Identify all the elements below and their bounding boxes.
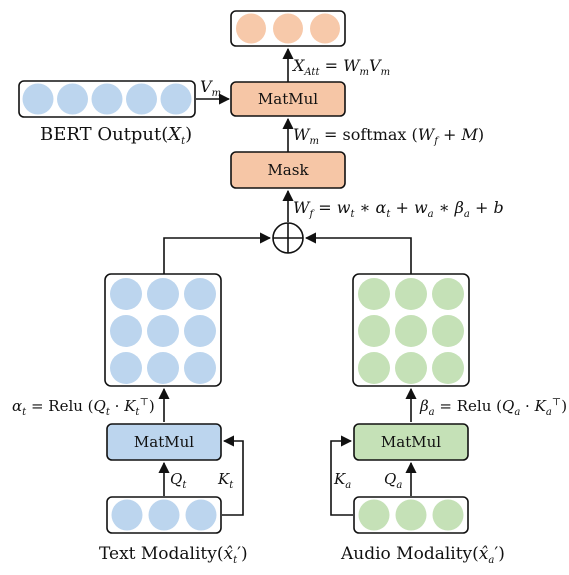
audio-input-token-circle	[432, 499, 464, 531]
matmul-top-label: MatMul	[258, 90, 318, 108]
text-modality-label: Text Modality(x̂t′)	[99, 544, 248, 566]
bert-token-circle	[126, 83, 157, 115]
text-attention-cell	[147, 352, 179, 384]
matmul-top-node: MatMul	[230, 81, 346, 117]
w-f-equation: Wf = wt ∗ αt + wa ∗ βa + b	[293, 198, 504, 220]
text-input-box	[106, 496, 222, 534]
v-m-label: Vm	[200, 77, 221, 99]
text-input-token-circle	[111, 499, 143, 531]
audio-attention-cell	[358, 315, 390, 347]
text-attention-cell	[110, 315, 142, 347]
audio-attention-cell	[395, 278, 427, 310]
audio-attention-cell	[358, 352, 390, 384]
output-token-circle	[310, 13, 340, 44]
text-attention-cell	[110, 352, 142, 384]
k-t-label: Kt	[217, 470, 234, 491]
text-attention-grid	[104, 273, 222, 387]
arrow-text-grid-to-sum	[163, 232, 272, 274]
audio-attention-cell	[358, 278, 390, 310]
alpha-t-equation: αt = Relu (Qt · Kt⊤)	[12, 397, 155, 418]
audio-modality-label: Audio Modality(x̂a′)	[340, 544, 505, 566]
text-matmul-label: MatMul	[134, 433, 194, 451]
q-a-label: Qa	[384, 470, 402, 491]
audio-input-token-circle	[358, 499, 390, 531]
audio-input-box	[353, 496, 469, 534]
text-attention-cell	[147, 315, 179, 347]
arrow-audio-grid-to-sum	[304, 232, 412, 274]
beta-a-equation: βa = Relu (Qa · Ka⊤)	[419, 397, 567, 418]
bert-output-label: BERT Output(Xt)	[40, 124, 192, 147]
w-m-equation: Wm = softmax (Wf + M)	[293, 125, 484, 147]
arrow-audio-k	[330, 435, 353, 516]
audio-attention-grid	[352, 273, 470, 387]
output-token-circle	[236, 13, 266, 44]
audio-attention-cell	[432, 278, 464, 310]
arrow-text-k	[222, 435, 244, 516]
bert-token-circle	[22, 83, 54, 115]
audio-attention-cell	[395, 352, 427, 384]
bert-token-circle	[160, 83, 192, 115]
audio-attention-cell	[432, 315, 464, 347]
text-input-token-circle	[148, 499, 180, 531]
x-att-equation: XAtt = WmVm	[291, 56, 390, 78]
bert-token-circle	[91, 83, 123, 115]
mask-node: Mask	[230, 151, 346, 189]
k-a-label: Ka	[333, 470, 351, 491]
audio-matmul-node: MatMul	[353, 423, 469, 461]
text-attention-cell	[184, 352, 216, 384]
sum-node	[272, 222, 304, 254]
text-attention-cell	[184, 278, 216, 310]
text-matmul-node: MatMul	[106, 423, 222, 461]
mask-label: Mask	[267, 161, 309, 179]
audio-attention-cell	[395, 315, 427, 347]
audio-matmul-label: MatMul	[381, 433, 441, 451]
q-t-label: Qt	[170, 470, 187, 491]
bert-token-circle	[57, 83, 88, 115]
output-token-circle	[273, 13, 303, 44]
text-attention-cell	[110, 278, 142, 310]
text-input-token-circle	[185, 499, 217, 531]
text-attention-cell	[184, 315, 216, 347]
audio-input-token-circle	[395, 499, 427, 531]
bert-output-box	[18, 80, 196, 118]
text-attention-cell	[147, 278, 179, 310]
audio-attention-cell	[432, 352, 464, 384]
output-box	[230, 10, 346, 47]
